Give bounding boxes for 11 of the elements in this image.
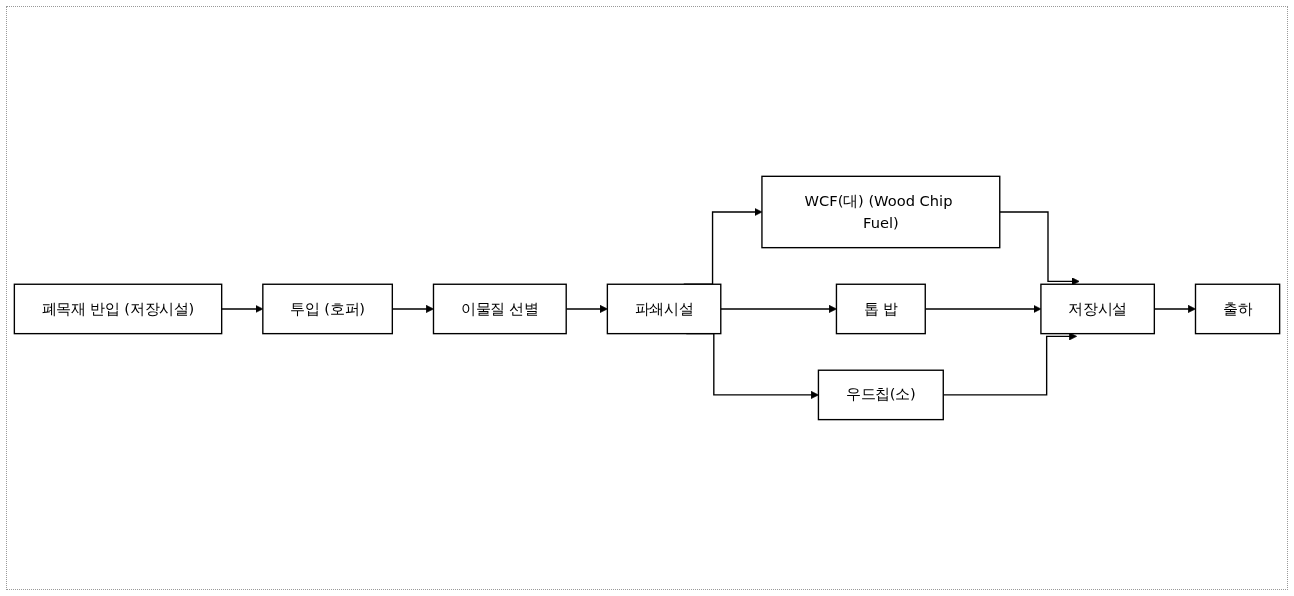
node-box: WCF(대) (Wood Chip Fuel) xyxy=(761,175,1001,249)
node-box: 파쇄시설 xyxy=(606,283,722,335)
node-box: 출하 xyxy=(1194,283,1281,335)
node-box: 톱 밥 xyxy=(835,283,926,335)
node-box: 투입 (호퍼) xyxy=(262,283,393,335)
node-box: 이물질 선별 xyxy=(432,283,567,335)
node-box: 폐목재 반입 (저장시설) xyxy=(13,283,223,335)
node-box: 우드칩(소) xyxy=(817,369,944,421)
arrow xyxy=(999,211,1080,286)
arrow xyxy=(720,304,837,313)
node-box: 저장시설 xyxy=(1040,283,1156,335)
